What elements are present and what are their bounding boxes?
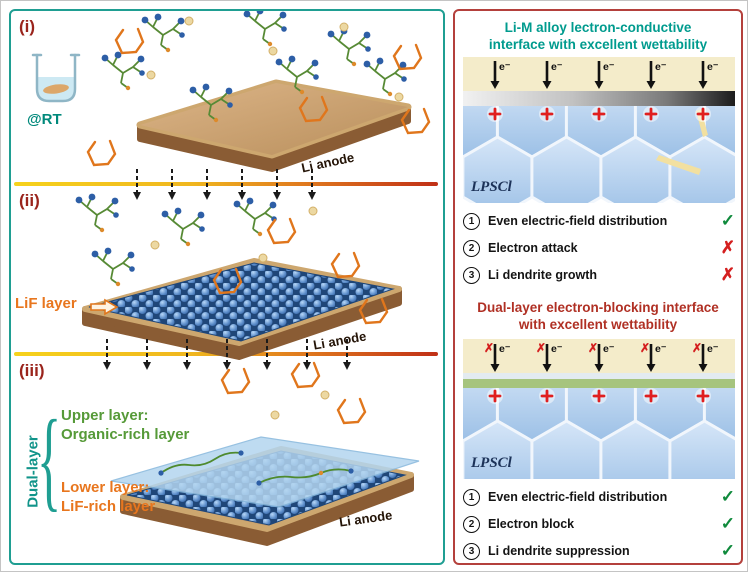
item-number: 2	[463, 515, 480, 533]
lif-layer-label: LiF layer	[15, 295, 77, 312]
lif-sphere-layer	[88, 262, 395, 342]
item-number: 3	[463, 542, 480, 560]
item-text: Even electric-field distribution	[488, 214, 668, 228]
blocked-cross-icon: ✗	[484, 341, 495, 355]
dual-layer-brace: {	[37, 398, 62, 522]
item-number: 2	[463, 239, 480, 257]
cross-icon: ✗	[720, 238, 735, 257]
checklist-item: 1 Even electric-field distribution ✓	[463, 211, 735, 231]
top-title-line2: interface with excellent wettability	[488, 37, 708, 52]
check-icon: ✓	[720, 541, 735, 560]
item-text: Electron block	[488, 517, 575, 531]
organic-layer-bar	[463, 379, 735, 388]
check-icon: ✓	[720, 211, 735, 230]
top-title-line1: Li-M alloy lectron-conductive	[504, 20, 692, 35]
electron-label: e⁻	[707, 61, 719, 73]
checklist-item: 1 Even electric-field distribution ✓	[463, 487, 735, 507]
electron-label: e⁻	[499, 343, 511, 355]
crack-2	[656, 155, 701, 175]
electron-label: e⁻	[655, 343, 667, 355]
electron-label: e⁻	[655, 61, 667, 73]
checklist-item: 2 Electron attack ✗	[463, 238, 735, 258]
upper-layer-name: Organic-rich layer	[61, 426, 190, 443]
item-text: Even electric-field distribution	[488, 490, 668, 504]
item-text: Li dendrite growth	[488, 268, 598, 282]
organic-rich-sheet	[110, 436, 420, 508]
electron-label: e⁻	[551, 343, 563, 355]
blocking-interface-diagram	[463, 339, 735, 479]
beaker-icon	[31, 53, 81, 103]
rt-label: @RT	[27, 111, 62, 128]
upper-layer-title: Upper layer:	[61, 407, 149, 424]
blocked-cross-icon: ✗	[536, 341, 547, 355]
li-anode-slab-3	[110, 436, 420, 546]
step-iii-label: (iii)	[19, 361, 45, 380]
conductive-interface-diagram	[463, 57, 735, 203]
checklist-item: 3 Li dendrite suppression ✓	[463, 541, 735, 561]
electron-label: e⁻	[707, 343, 719, 355]
bottom-title-line2: with excellent wettability	[518, 317, 678, 332]
blocked-cross-icon: ✗	[692, 341, 703, 355]
cross-icon: ✗	[720, 265, 735, 284]
item-number: 1	[463, 212, 480, 230]
lower-layer-title: Lower layer:	[61, 479, 150, 496]
item-text: Li dendrite suppression	[488, 544, 630, 558]
item-text: Electron attack	[488, 241, 578, 255]
check-icon: ✓	[720, 487, 735, 506]
electrolyte-label-top: LPSCl	[471, 179, 512, 195]
electrolyte-label-bottom: LPSCl	[471, 455, 512, 471]
step-divider-1	[14, 182, 438, 186]
check-icon: ✓	[720, 514, 735, 533]
blocked-cross-icon: ✗	[640, 341, 651, 355]
li-m-alloy-bar	[463, 91, 735, 106]
step-ii-label: (ii)	[19, 191, 40, 210]
item-number: 3	[463, 266, 480, 284]
lif-pointer-arrow-icon	[90, 298, 119, 316]
step-i-label: (i)	[19, 17, 36, 36]
checklist-item: 3 Li dendrite growth ✗	[463, 265, 735, 285]
lower-layer-name: LiF-rich layer	[61, 498, 156, 515]
process-panel: (i) @RT Li anode (ii) LiF layer Li anode…	[9, 9, 445, 565]
electron-label: e⁻	[551, 61, 563, 73]
bottom-title-line1: Dual-layer electron-blocking interface	[477, 300, 719, 315]
blocked-cross-icon: ✗	[588, 341, 599, 355]
electron-label: e⁻	[603, 61, 615, 73]
comparison-panel: Li-M alloy lectron-conductive interface …	[453, 9, 743, 565]
item-number: 1	[463, 488, 480, 506]
checklist-item: 2 Electron block ✓	[463, 514, 735, 534]
electron-label: e⁻	[499, 61, 511, 73]
electron-label: e⁻	[603, 343, 615, 355]
li-anode-slab-2	[82, 258, 402, 360]
